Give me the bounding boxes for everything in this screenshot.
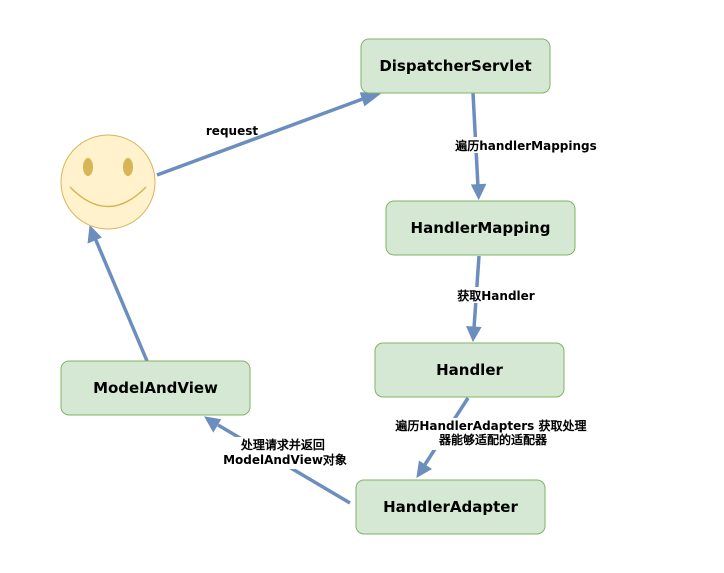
node-handler-label: Handler [436,361,503,379]
edge-get-handler-arrowhead [466,326,482,343]
node-model-and-view-label: ModelAndView [93,379,218,397]
node-handler-mapping-label: HandlerMapping [411,219,551,237]
node-model-and-view-box [60,360,251,416]
edge-label-get-handler-bg [456,287,536,303]
edge-label-iterate-mappings: 遍历handlerMappings [454,138,597,153]
node-handler-mapping[interactable]: HandlerMapping [385,200,576,256]
edge-label-iterate-adapters: 遍历HandlerAdapters 获取处理 器能够适配的适配器 [394,418,590,447]
smiley-left-eye [83,158,93,176]
node-handler-adapter[interactable]: HandlerAdapter [355,479,546,535]
node-dispatcher-servlet-box [360,38,551,94]
edge-label-get-handler: 获取Handler [456,288,535,303]
edge-return-view-arrowhead [87,224,102,244]
edge-iterate-adapters-arrowhead [416,460,433,478]
edge-request-arrowhead [359,92,383,107]
node-handler-mapping-box [385,200,576,256]
node-dispatcher-servlet[interactable]: DispatcherServlet [360,38,551,94]
edge-label-handle-return: 处理请求并返回 ModelAndView对象 [223,437,347,467]
node-model-and-view[interactable]: ModelAndView [60,360,251,416]
node-handler[interactable]: Handler [374,342,565,398]
edge-label-handle-return-line-1: 处理请求并返回 [240,437,325,452]
edge-label-iterate-adapters-bg [396,418,590,450]
edge-request-line [156,95,369,177]
smiley-mouth [69,186,147,208]
node-handler-box [374,342,565,398]
edge-iterate-mappings-arrowhead [470,183,487,201]
smiley-face-icon [60,134,156,230]
smiley-right-eye [123,158,133,176]
edge-label-request: request [206,124,258,138]
node-handler-adapter-box [355,479,546,535]
edge-label-iterate-adapters-line-1: 遍历HandlerAdapters 获取处理 [394,418,586,433]
edge-label-iterate-mappings-bg [456,137,596,153]
edge-label-handle-return-bg [224,437,348,469]
edge-label-handle-return-line-2: ModelAndView对象 [223,452,347,467]
node-handler-adapter-label: HandlerAdapter [383,498,518,516]
edge-return-view [87,224,149,362]
node-dispatcher-servlet-label: DispatcherServlet [379,57,531,75]
edge-handle-return-arrowhead [204,416,222,433]
smiley-face-circle [60,134,156,230]
edge-request [156,92,383,177]
edge-return-view-line [93,237,149,362]
edge-label-iterate-adapters-line-2: 器能够适配的适配器 [438,432,548,447]
